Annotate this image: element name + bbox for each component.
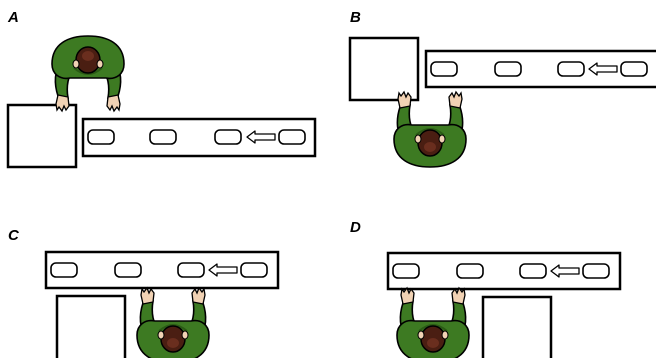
panel-label-a: A [7, 9, 19, 26]
belt-item [494, 61, 522, 77]
belt-item [430, 61, 458, 77]
belt-item [620, 61, 648, 77]
belt-item [177, 262, 205, 278]
conveyor-belt-a [81, 117, 317, 158]
belt-item [87, 129, 115, 145]
table-c [55, 294, 127, 358]
worker-top-view-icon [137, 288, 209, 358]
belt-item [114, 262, 142, 278]
worker-top-view-icon [394, 92, 466, 167]
table-b [348, 36, 420, 102]
panel-label-d: D [350, 219, 361, 236]
conveyor-belt-d [386, 251, 622, 291]
belt-item [240, 262, 268, 278]
belt-item [519, 263, 547, 279]
panel-d: D [350, 219, 622, 358]
conveyor-belt-b [424, 49, 656, 89]
table-a [6, 103, 78, 169]
belt-item [557, 61, 585, 77]
panel-b: B [348, 9, 656, 167]
belt-item [456, 263, 484, 279]
belt-item [214, 129, 242, 145]
worker-top-view-icon [51, 35, 125, 112]
worker-top-view-icon [397, 288, 469, 358]
conveyor-belt-c [44, 250, 280, 290]
belt-item [50, 262, 78, 278]
belt-item [278, 129, 306, 145]
panel-label-c: C [8, 227, 20, 244]
belt-item [392, 263, 420, 279]
belt-item [149, 129, 177, 145]
table-d [481, 295, 553, 358]
panel-a: A [6, 9, 317, 169]
panel-label-b: B [350, 9, 361, 26]
belt-item [582, 263, 610, 279]
panel-c: C [8, 227, 280, 358]
